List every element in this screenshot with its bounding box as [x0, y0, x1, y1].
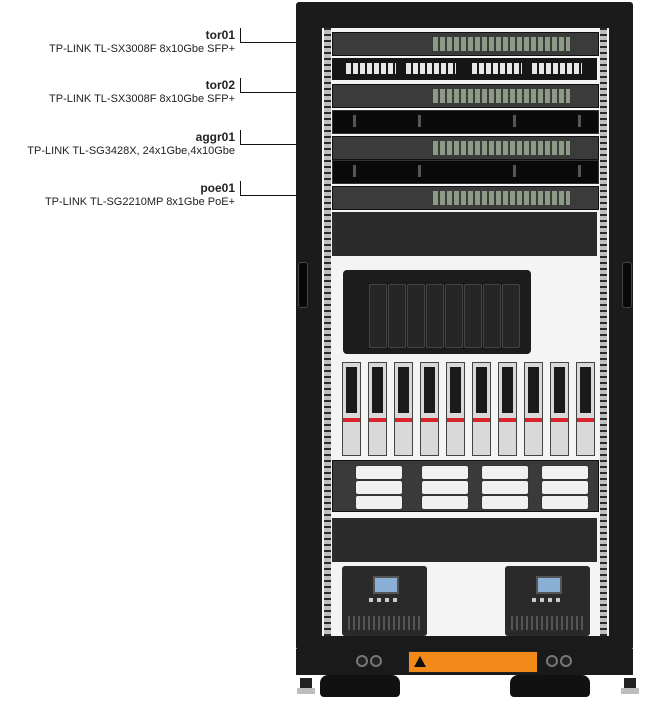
left-door-handle: [298, 262, 308, 308]
bolt-icon: [356, 655, 368, 667]
compute-node: [342, 362, 361, 456]
device-name: tor01: [205, 28, 235, 42]
bolt-icon: [370, 655, 382, 667]
compute-node: [550, 362, 569, 456]
caster-wheel: [510, 675, 590, 697]
right-door-handle: [622, 262, 632, 308]
device-description: TP-LINK TL-SG3428X, 24x1Gbe,4x10Gbe: [27, 145, 235, 157]
leader-tick-poe01: [240, 181, 241, 195]
compute-node: [576, 362, 595, 456]
device-description: TP-LINK TL-SG2210MP 8x1Gbe PoE+: [44, 196, 235, 208]
leader-tick-aggr01: [240, 130, 241, 144]
blank-panel: [332, 160, 599, 184]
compute-node: [472, 362, 491, 456]
compute-node: [368, 362, 387, 456]
warning-icon: [414, 656, 426, 667]
switch-poe01: [332, 186, 599, 210]
device-label-tor02: tor02 TP-LINK TL-SX3008F 8x10Gbe SFP+: [49, 78, 235, 106]
ups-unit: [505, 566, 590, 636]
blank-panel: [332, 110, 599, 134]
switch-tor02: [332, 84, 599, 108]
bolt-icon: [560, 655, 572, 667]
switch-aggr01: [332, 136, 599, 160]
leveling-foot: [621, 678, 639, 694]
caster-wheel: [320, 675, 400, 697]
rack-shelf: [332, 212, 597, 256]
leader-line-tor01: [240, 42, 334, 43]
right-rack-rail: [600, 28, 607, 636]
rack-server-2u: [332, 460, 599, 512]
leader-line-tor02: [240, 92, 334, 93]
ups-display-icon: [536, 576, 562, 594]
device-name: poe01: [200, 181, 235, 195]
left-rack-rail: [324, 28, 331, 636]
leader-line-poe01: [240, 195, 334, 196]
compute-node: [498, 362, 517, 456]
rack-shelf: [332, 518, 597, 562]
leader-line-aggr01: [240, 144, 334, 145]
ups-unit: [342, 566, 427, 636]
ups-display-icon: [373, 576, 399, 594]
patch-panel: [332, 58, 597, 80]
device-name: aggr01: [195, 130, 235, 144]
leader-tick-tor02: [240, 78, 241, 92]
leveling-foot: [297, 678, 315, 694]
compute-node: [524, 362, 543, 456]
device-description: TP-LINK TL-SX3008F 8x10Gbe SFP+: [49, 93, 235, 105]
device-label-poe01: poe01 TP-LINK TL-SG2210MP 8x1Gbe PoE+: [45, 181, 235, 209]
nas-enclosure: [343, 270, 531, 354]
switch-tor01: [332, 32, 599, 56]
device-label-tor01: tor01 TP-LINK TL-SX3008F 8x10Gbe SFP+: [49, 28, 235, 56]
compute-node: [394, 362, 413, 456]
device-name: tor02: [205, 78, 235, 92]
bolt-icon: [546, 655, 558, 667]
warning-label: [408, 651, 538, 673]
compute-node: [420, 362, 439, 456]
device-description: TP-LINK TL-SX3008F 8x10Gbe SFP+: [49, 43, 235, 55]
device-label-aggr01: aggr01 TP-LINK TL-SG3428X, 24x1Gbe,4x10G…: [27, 130, 235, 158]
leader-tick-tor01: [240, 28, 241, 42]
compute-node: [446, 362, 465, 456]
